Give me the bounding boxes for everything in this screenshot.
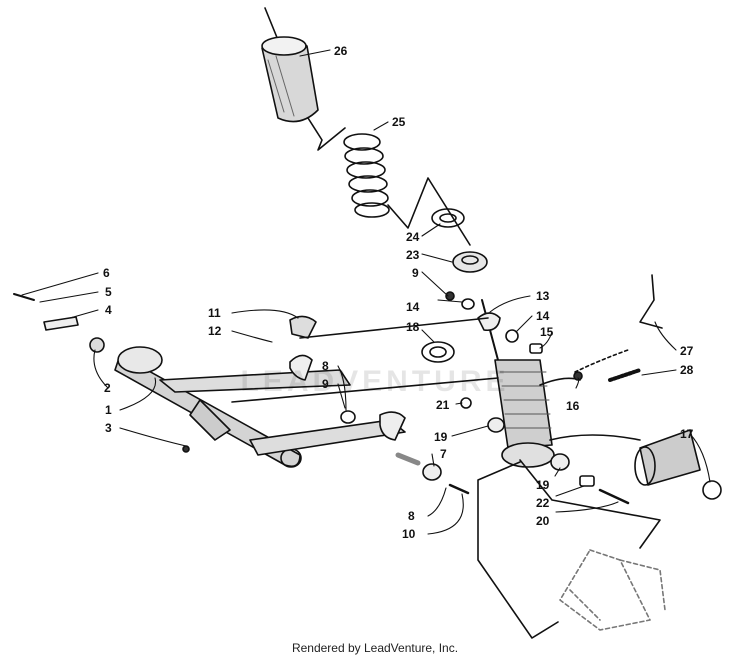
connector-line <box>307 117 346 151</box>
callout-21: 21 <box>436 398 450 412</box>
callout-28: 28 <box>680 363 694 377</box>
spring-part-25 <box>343 133 390 218</box>
callout-3: 3 <box>105 421 112 435</box>
footer-credit: Rendered by LeadVenture, Inc. <box>291 641 459 655</box>
shock-absorber-body <box>477 299 641 468</box>
callout-7: 7 <box>440 447 447 461</box>
callout-1: 1 <box>105 403 112 417</box>
ring-part-18 <box>421 341 455 363</box>
callout-25: 25 <box>392 115 406 129</box>
collar-part-23 <box>452 251 488 273</box>
callout-13: 13 <box>536 289 550 303</box>
callout-17: 17 <box>680 427 694 441</box>
callout-11: 11 <box>208 306 221 320</box>
washer-part-24 <box>431 208 465 228</box>
callout-20: 20 <box>536 514 550 528</box>
callout-27: 27 <box>680 344 694 358</box>
watermark: LEADVENTURE <box>240 365 510 398</box>
callout-14: 14 <box>536 309 550 323</box>
callout-8: 8 <box>408 509 415 523</box>
canister-part-17 <box>634 429 722 500</box>
callout-labels: 26 25 24 23 9 13 14 14 15 18 27 28 16 17… <box>103 44 694 541</box>
callout-19: 19 <box>536 478 550 492</box>
callout-18: 18 <box>406 320 420 334</box>
cable-part-27 <box>574 274 663 373</box>
callout-12: 12 <box>208 324 222 338</box>
callout-16: 16 <box>566 399 580 413</box>
leader-lines <box>21 49 711 535</box>
callout-2: 2 <box>104 381 111 395</box>
callout-24: 24 <box>406 230 420 244</box>
connector-line <box>231 317 499 403</box>
callout-9: 9 <box>322 377 329 391</box>
callout-4: 4 <box>105 303 112 317</box>
callout-8: 8 <box>322 359 329 373</box>
callout-5: 5 <box>105 285 112 299</box>
callout-22: 22 <box>536 496 550 510</box>
callout-14: 14 <box>406 300 420 314</box>
callout-9: 9 <box>412 266 419 280</box>
hardware-parts-19-22-20 <box>487 417 630 505</box>
callout-10: 10 <box>402 527 416 541</box>
connector-line <box>387 177 471 246</box>
callout-15: 15 <box>540 325 554 339</box>
connector-line <box>477 459 661 639</box>
spring-part-28 <box>608 368 642 382</box>
callout-26: 26 <box>334 44 348 58</box>
callout-23: 23 <box>406 248 420 262</box>
suspension-arm-assembly <box>13 293 470 495</box>
frame-reference-sketch <box>559 549 666 631</box>
boot-part-26 <box>261 7 319 123</box>
callout-6: 6 <box>103 266 110 280</box>
callout-19: 19 <box>434 430 448 444</box>
